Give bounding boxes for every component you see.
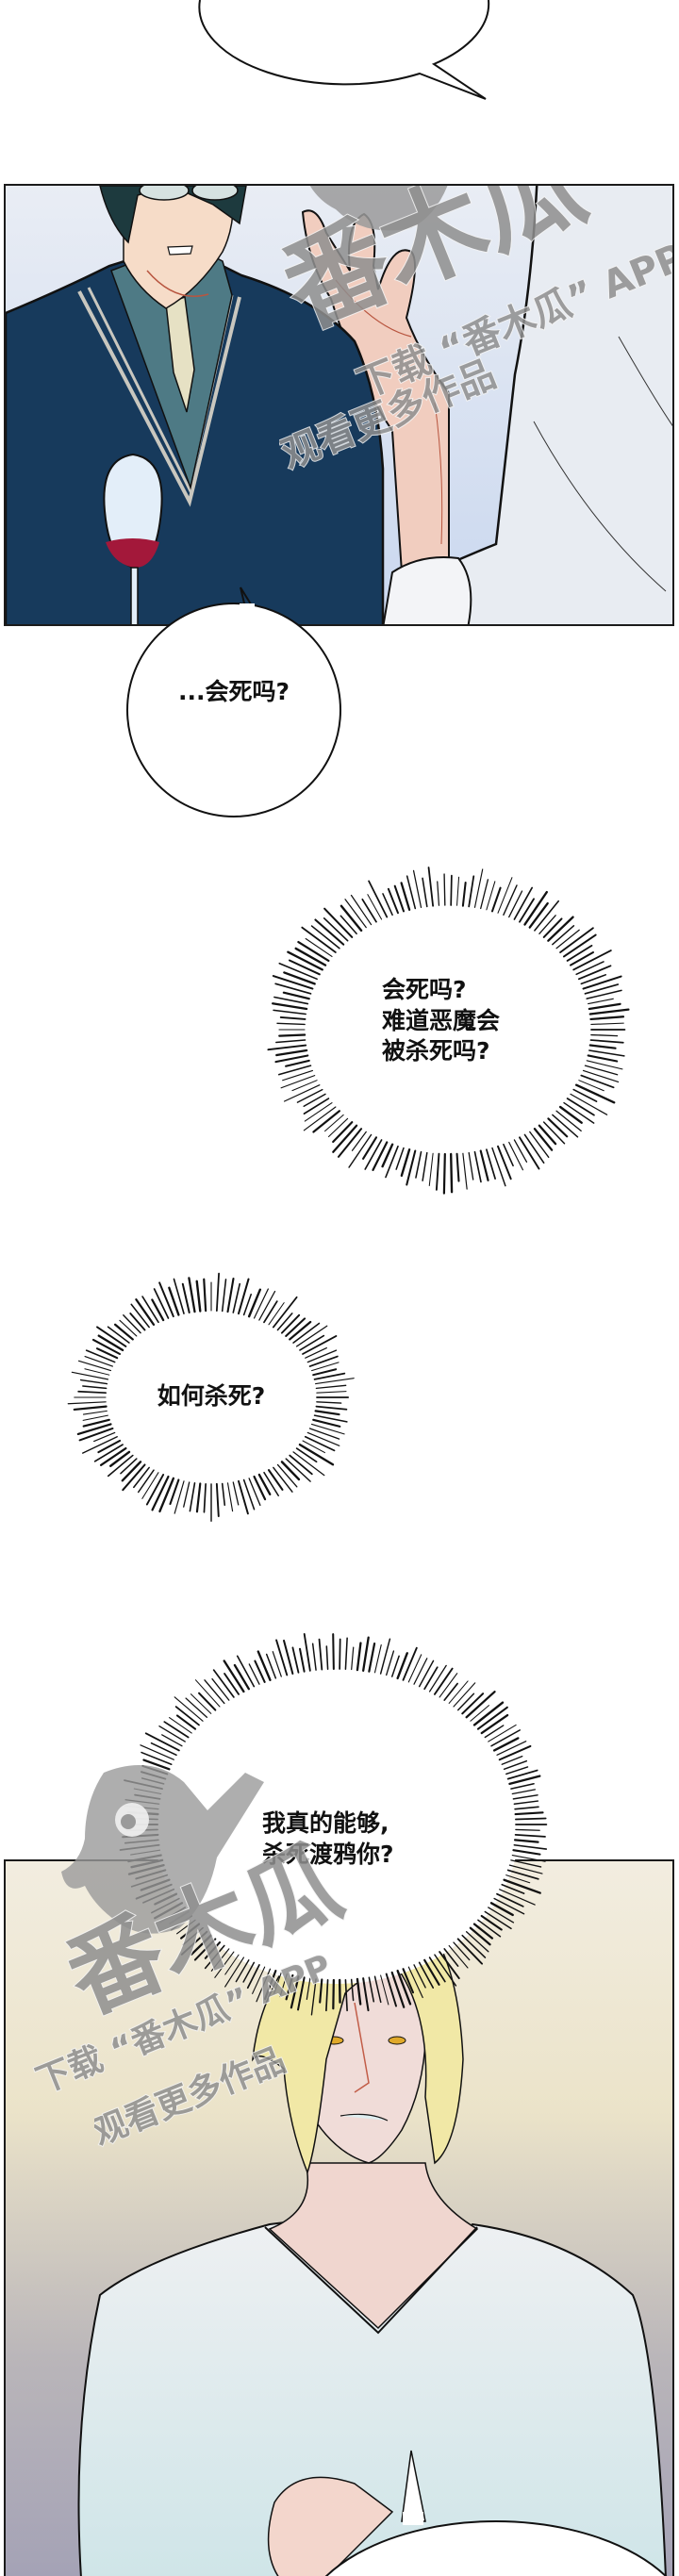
speech-bubble-1-text: ...会死吗? xyxy=(141,677,326,708)
comic-panel-1: 番木瓜 下载 “番木瓜” APP 观看更多作品 xyxy=(4,184,674,626)
thought-burst-2-text: 会死吗? 难道恶魔会 被杀死吗? xyxy=(382,975,561,1067)
thought-burst-4-text: 我真的能够, 杀死渡鸦你? xyxy=(262,1808,470,1870)
speech-bubble-top xyxy=(0,0,679,189)
thought-burst-3-text: 如何杀死? xyxy=(117,1381,306,1412)
panel-1-illustration xyxy=(6,186,674,626)
